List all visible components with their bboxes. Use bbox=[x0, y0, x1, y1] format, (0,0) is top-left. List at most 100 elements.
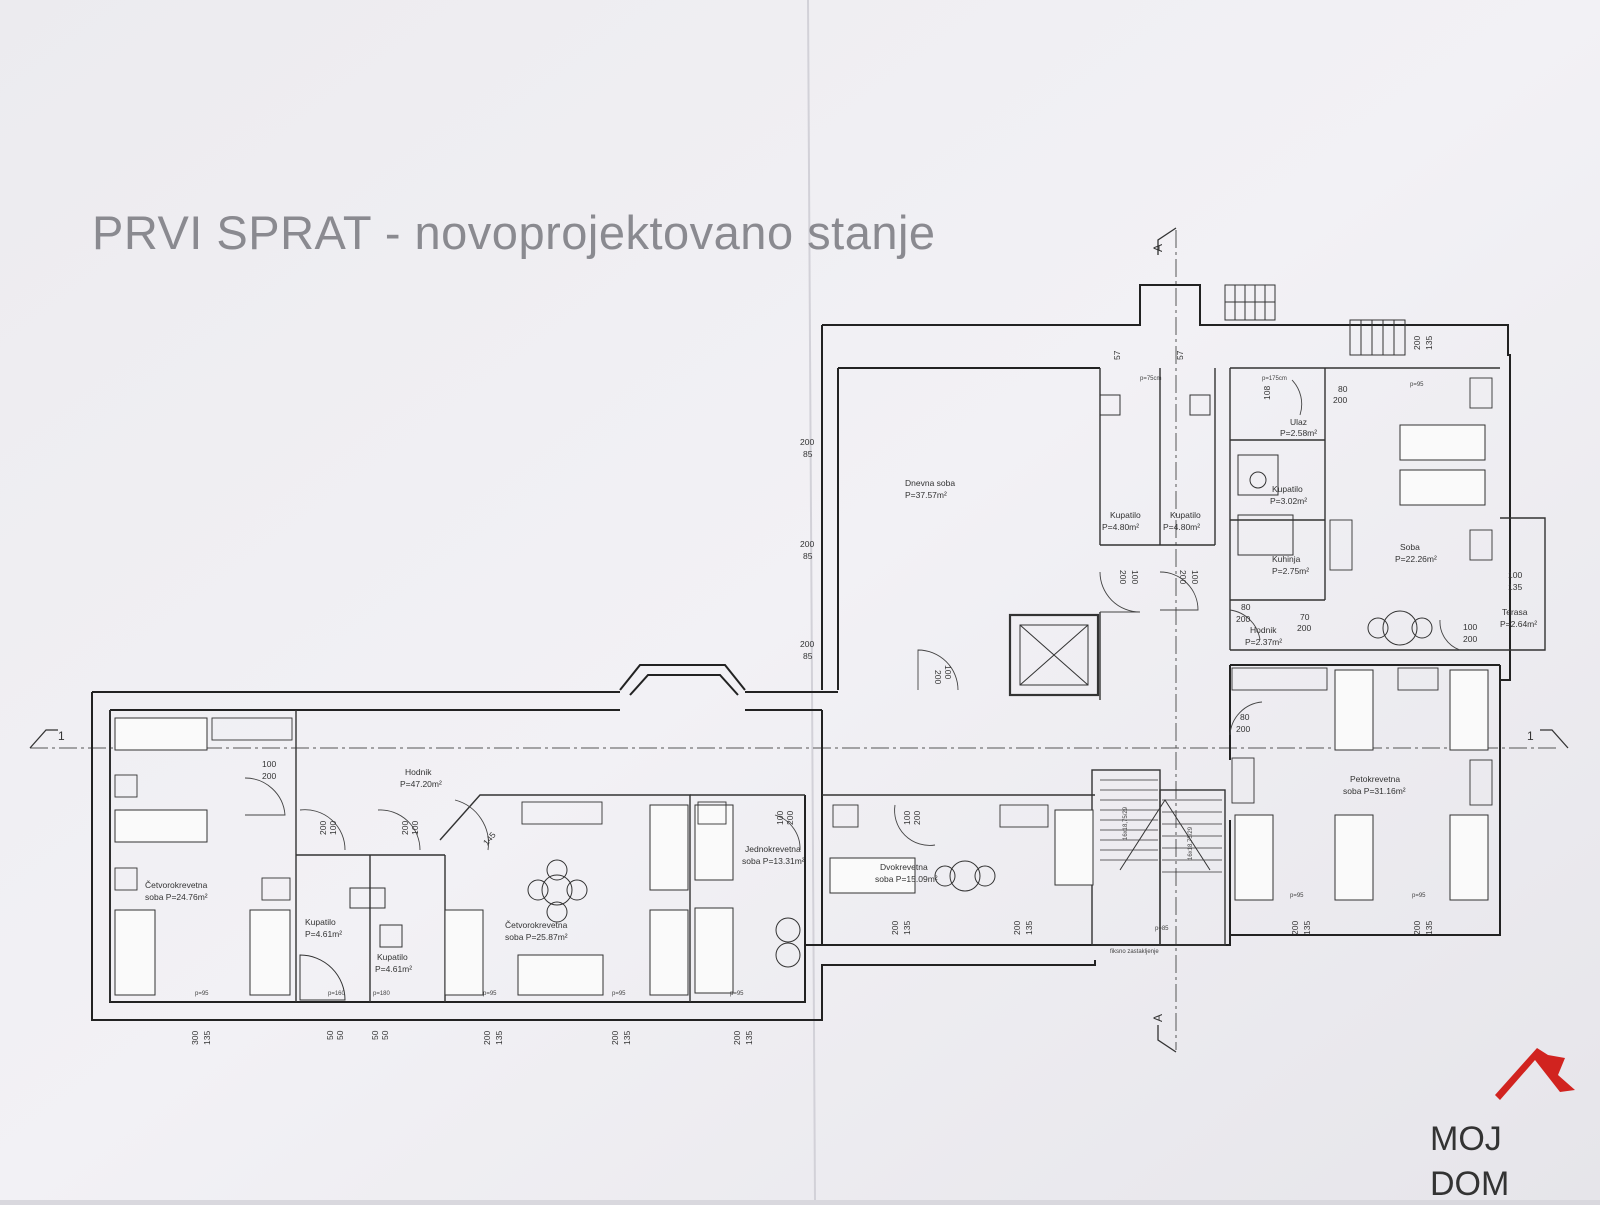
room-jedno-area: soba P=13.31m² bbox=[742, 856, 805, 866]
dim-bottom-200d: 200 bbox=[890, 921, 900, 935]
dim-bottom-200a: 200 bbox=[482, 1031, 492, 1045]
room-ulaz-area: P=2.58m² bbox=[1280, 428, 1317, 438]
room-dvo-area: soba P=15.09m² bbox=[875, 874, 938, 884]
dim-p180: p=180 bbox=[373, 991, 391, 997]
dim-bottom-200b: 200 bbox=[610, 1031, 620, 1045]
room-terasa-area: P=2.64m² bbox=[1500, 619, 1537, 629]
room-jedno-name: Jednokrevetna bbox=[745, 844, 801, 854]
dim-p95-c: p=95 bbox=[612, 991, 626, 997]
dim-bottom-300: 300 bbox=[190, 1031, 200, 1045]
room-cet2-area: soba P=25.87m² bbox=[505, 932, 568, 942]
room-dvo-name: Dvokrevetna bbox=[880, 862, 928, 872]
dim-window-2-sill: 85 bbox=[803, 551, 813, 561]
dim-bottom-200f: 200 bbox=[1290, 921, 1300, 935]
elevator-shaft bbox=[1019, 624, 1089, 686]
dim-p95-d: p=95 bbox=[730, 991, 744, 997]
room-hodnik2-name: Hodnik bbox=[1250, 625, 1277, 635]
dim-top-135: 135 bbox=[1424, 336, 1434, 350]
dim-window-1-sill: 85 bbox=[803, 449, 813, 459]
room-dnevna-name: Dnevna soba bbox=[905, 478, 955, 488]
dim-bottom-200e: 200 bbox=[1012, 921, 1022, 935]
dim-p160: p=160 bbox=[328, 991, 346, 997]
dim-terasa-door-200: 200 bbox=[1463, 634, 1477, 644]
furniture bbox=[114, 424, 1489, 996]
room-ulaz-name: Ulaz bbox=[1290, 417, 1307, 427]
dim-jedno-door-200: 200 bbox=[785, 811, 795, 825]
room-kup1-name: Kupatilo bbox=[1110, 510, 1141, 520]
dim-door-kup1-w: 100 bbox=[1130, 570, 1140, 584]
room-hodnik2-area: P=2.37m² bbox=[1245, 637, 1282, 647]
dim-cet1-door-100: 100 bbox=[262, 759, 276, 769]
room-kuhinja-area: P=2.75m² bbox=[1272, 566, 1309, 576]
interior-walls bbox=[109, 367, 1546, 1002]
section-label-left: 1 bbox=[58, 729, 65, 743]
room-kup3-area: P=3.02m² bbox=[1270, 496, 1307, 506]
dim-jedno-door: 100 bbox=[775, 811, 785, 825]
room-hodnik1-area: P=47.20m² bbox=[400, 779, 442, 789]
room-kuhinja-name: Kuhinja bbox=[1272, 554, 1301, 564]
room-peto-area: soba P=31.16m² bbox=[1343, 786, 1406, 796]
room-peto-name: Petokrevetna bbox=[1350, 774, 1400, 784]
door-swings bbox=[244, 379, 1461, 851]
dim-window-2-width: 200 bbox=[800, 539, 814, 549]
dim-hodnik-200: 200 bbox=[1297, 623, 1311, 633]
room-cet1-area: soba P=24.76m² bbox=[145, 892, 208, 902]
stair-glazing-note: fiksno zastakljenje bbox=[1110, 949, 1159, 955]
room-cet2-name: Četvorokrevetna bbox=[505, 920, 568, 930]
dim-p95-e: p=95 bbox=[1290, 893, 1304, 899]
dim-bottom-50b: 50 bbox=[335, 1030, 345, 1040]
logo-line-2: DOM bbox=[1430, 1165, 1509, 1200]
room-kup2-area: P=4.80m² bbox=[1163, 522, 1200, 532]
dim-vent-1: 57 bbox=[1112, 350, 1122, 360]
dim-bottom-135b: 135 bbox=[494, 1031, 504, 1045]
dim-window-3-sill: 85 bbox=[803, 651, 813, 661]
main-staircase bbox=[1100, 779, 1222, 873]
dim-bottom-50a: 50 bbox=[325, 1030, 335, 1040]
wardrobes bbox=[114, 377, 1493, 901]
dim-bottom-135d: 135 bbox=[744, 1031, 754, 1045]
paper-fold bbox=[807, 0, 816, 1201]
dim-bottom-135e: 135 bbox=[902, 921, 912, 935]
room-kup4-area: P=4.61m² bbox=[305, 929, 342, 939]
room-kup5-area: P=4.61m² bbox=[375, 964, 412, 974]
dim-soba-door-80: 80 bbox=[1338, 384, 1348, 394]
room-kup3-name: Kupatilo bbox=[1272, 484, 1303, 494]
stair-annotation-left: 16x18,75/29 bbox=[1123, 806, 1129, 840]
dim-kup5-door-200: 200 bbox=[400, 821, 410, 835]
dim-window-75: p=75cm bbox=[1140, 376, 1162, 382]
dim-p95-b: p=95 bbox=[483, 991, 497, 997]
room-soba-area: P=22.26m² bbox=[1395, 554, 1437, 564]
dim-kup4-door-200: 200 bbox=[318, 821, 328, 835]
tables bbox=[299, 394, 1433, 1001]
dim-p95-f: p=95 bbox=[1412, 893, 1426, 899]
dim-vent-2: 57 bbox=[1175, 350, 1185, 360]
dim-p95-a: p=95 bbox=[195, 991, 209, 997]
dim-top-200: 200 bbox=[1412, 336, 1422, 350]
dim-terasa-door-100: 100 bbox=[1463, 622, 1477, 632]
dim-p95-g: p=95 bbox=[1410, 382, 1424, 388]
room-terasa-name: Terasa bbox=[1502, 607, 1528, 617]
dim-door-dnevna: 200 bbox=[933, 670, 943, 684]
dim-dvo-door: 100 bbox=[902, 811, 912, 825]
dim-kup5-door: 100 bbox=[410, 821, 420, 835]
room-kup1-area: P=4.80m² bbox=[1102, 522, 1139, 532]
logo-line-1: MOJ bbox=[1430, 1120, 1502, 1158]
room-kup2-name: Kupatilo bbox=[1170, 510, 1201, 520]
room-kup5-name: Kupatilo bbox=[377, 952, 408, 962]
dim-hodnik-70: 70 bbox=[1300, 612, 1310, 622]
moj-dom-logo: MOJ DOM bbox=[1430, 1048, 1575, 1203]
dim-terasa-100: 100 bbox=[1508, 570, 1522, 580]
dim-window-175: p=175cm bbox=[1262, 376, 1287, 382]
dim-soba-door-200: 200 bbox=[1333, 395, 1347, 405]
dim-ulaz-108: 108 bbox=[1262, 386, 1272, 400]
dim-hodnik-door-200: 200 bbox=[1236, 614, 1250, 624]
stair-annotation-right: 16x18,75/29 bbox=[1188, 826, 1194, 860]
dim-hodnik-door-80: 80 bbox=[1241, 602, 1251, 612]
dim-peto-door-80: 80 bbox=[1240, 712, 1250, 722]
dim-bottom-135h: 135 bbox=[1424, 921, 1434, 935]
dim-door-kup2: 200 bbox=[1178, 570, 1188, 584]
